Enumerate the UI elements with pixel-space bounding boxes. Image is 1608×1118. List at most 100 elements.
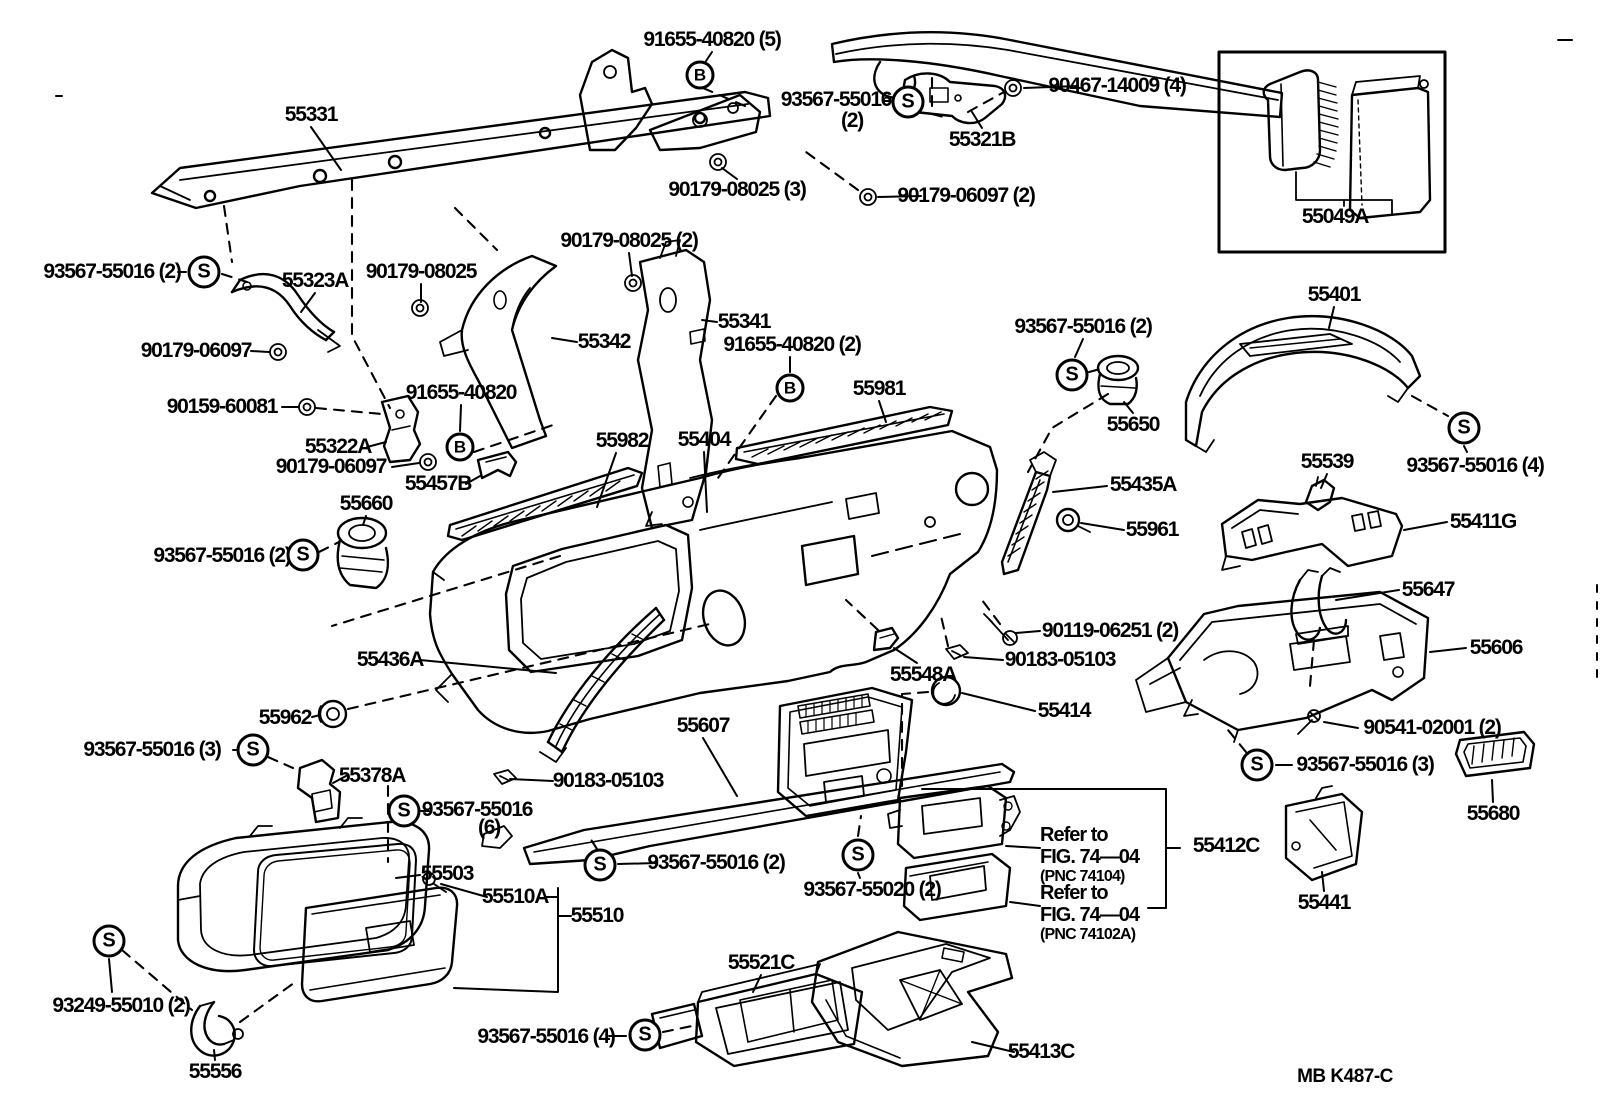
screw-symbol-letter: S	[638, 1023, 652, 1046]
screw-symbol-letter: S	[246, 738, 260, 761]
bolt-symbol-letter: B	[693, 65, 707, 85]
part-label-90179-06097: 90179-06097	[275, 455, 388, 479]
screw-symbol-letter: S	[397, 799, 411, 822]
part-count-2-top: (2)	[840, 109, 864, 133]
part-label-93567-55016-6: 93567-55016	[421, 798, 534, 822]
assembly-dash-lines	[120, 76, 1450, 1034]
inset-box-55049A	[1217, 50, 1447, 254]
part-label-55981: 55981	[852, 377, 907, 401]
part-glove-housing-drawing	[176, 817, 431, 973]
part-label-55411G: 55411G	[1449, 510, 1518, 534]
part-label-55413C: 55413C	[1007, 1040, 1076, 1064]
part-55413C-drawing	[810, 930, 1014, 1068]
refer-note-74104: Refer to FIG. 74—04 (PNC 74104)	[1040, 824, 1140, 886]
part-55981-drawing	[734, 405, 954, 466]
part-label-55556: 55556	[188, 1060, 243, 1084]
part-label-55331: 55331	[284, 103, 339, 127]
refer-note-line2: FIG. 74—04	[1040, 904, 1140, 927]
part-label-90179-06097-2: 90179-06097 (2)	[897, 184, 1035, 208]
refer-note-74102A: Refer to FIG. 74—04 (PNC 74102A)	[1040, 882, 1140, 944]
part-label-91655-40820: 91655-40820	[405, 381, 518, 405]
part-55412C-assembly-drawing	[776, 686, 1021, 922]
screw-symbol: S	[236, 733, 270, 767]
part-55378A-drawing	[296, 758, 342, 824]
part-55539-drawing	[1304, 476, 1336, 512]
part-label-55341: 55341	[717, 310, 772, 334]
screw-symbol-letter: S	[197, 260, 211, 283]
part-label-55321B: 55321B	[948, 128, 1017, 152]
part-55961-drawing	[1055, 507, 1091, 533]
part-label-55412C: 55412C	[1192, 834, 1261, 858]
part-55342-drawing	[439, 254, 558, 450]
part-label-90119-06251-2: 90119-06251 (2)	[1041, 619, 1179, 643]
screw-symbol: S	[628, 1018, 662, 1052]
part-label-55660: 55660	[339, 492, 394, 516]
part-55436A-drawing	[539, 606, 666, 763]
screw-symbol-letter: S	[901, 90, 915, 113]
screw-symbol: S	[891, 85, 925, 119]
part-label-90179-06097-left: 90179-06097	[140, 339, 253, 363]
part-label-90179-08025: 90179-08025	[365, 260, 478, 284]
part-label-93567-55016-3-right: 93567-55016 (3)	[1296, 753, 1434, 777]
part-label-90541-02001-2: 90541-02001 (2)	[1363, 716, 1501, 740]
part-label-55680: 55680	[1466, 802, 1521, 826]
part-55435A-drawing	[1000, 451, 1057, 576]
part-label-55401: 55401	[1307, 283, 1362, 307]
bolt-symbol: B	[775, 373, 805, 403]
part-55414-drawing	[930, 675, 962, 707]
part-label-55607: 55607	[676, 714, 731, 738]
part-label-93567-55016-2-strip: 93567-55016 (2)	[647, 851, 785, 875]
edge-artifact-marks	[55, 39, 1598, 678]
part-label-55606: 55606	[1469, 636, 1524, 660]
part-label-93567-55016-2-left: 93567-55016 (2)	[43, 260, 181, 284]
bolt-symbol: B	[445, 432, 475, 462]
screw-symbol: S	[286, 538, 320, 572]
bolt-symbol-letter: B	[453, 437, 467, 457]
figure-code: MB K487-C	[1297, 1066, 1393, 1087]
part-label-90179-08025-2: 90179-08025 (2)	[560, 229, 698, 253]
part-label-55404: 55404	[677, 428, 732, 452]
part-label-55647: 55647	[1401, 578, 1456, 602]
part-55556-drawing	[190, 1000, 244, 1057]
part-55457B-drawing	[476, 450, 518, 480]
part-label-55378A: 55378A	[338, 764, 407, 788]
part-label-55650: 55650	[1106, 413, 1161, 437]
refer-note-line1: Refer to	[1040, 824, 1109, 847]
part-55548A-drawing	[872, 626, 900, 652]
part-55401-drawing	[1184, 315, 1422, 453]
part-label-55049A: 55049A	[1301, 205, 1370, 229]
part-count-6: (6)	[477, 816, 501, 840]
part-label-93567-55016-2-mid: 93567-55016 (2)	[153, 544, 291, 568]
part-55331-drawing	[150, 48, 772, 210]
part-55607-drawing	[481, 762, 1016, 866]
part-label-93567-55016-4-bottom: 93567-55016 (4)	[477, 1025, 615, 1049]
part-label-55982: 55982	[595, 429, 650, 453]
screw-symbol-letter: S	[1250, 753, 1264, 776]
part-label-93249-55010-2: 93249-55010 (2)	[52, 994, 190, 1018]
screw-symbol: S	[1447, 411, 1481, 445]
part-label-55457B: 55457B	[404, 472, 473, 496]
part-55606-drawing	[1135, 590, 1430, 743]
part-55660-drawing	[336, 516, 390, 590]
part-label-90183-05103-right: 90183-05103	[1004, 648, 1117, 672]
part-label-93567-55020-2: 93567-55020 (2)	[803, 878, 941, 902]
screw-symbol: S	[387, 794, 421, 828]
screw-symbol-letter: S	[1065, 363, 1079, 386]
refer-note-line1: Refer to	[1040, 882, 1109, 905]
part-55404-drawing	[428, 429, 999, 735]
screw-symbol-letter: S	[296, 543, 310, 566]
screw-symbol: S	[1240, 748, 1274, 782]
part-55510-door-drawing	[300, 872, 459, 1003]
part-55962-drawing	[317, 699, 348, 729]
screw-symbol-letter: S	[593, 853, 607, 876]
part-label-93567-55016-3-left: 93567-55016 (3)	[83, 738, 221, 762]
part-label-55322A: 55322A	[304, 435, 373, 459]
part-label-93567-55016-2-right: 93567-55016 (2)	[1014, 315, 1152, 339]
part-label-55961: 55961	[1125, 518, 1180, 542]
screw-symbol: S	[92, 924, 126, 958]
part-label-93567-55016-top: 93567-55016	[780, 88, 893, 112]
screw-symbol-letter: S	[1457, 416, 1471, 439]
part-label-55521C: 55521C	[727, 951, 796, 975]
